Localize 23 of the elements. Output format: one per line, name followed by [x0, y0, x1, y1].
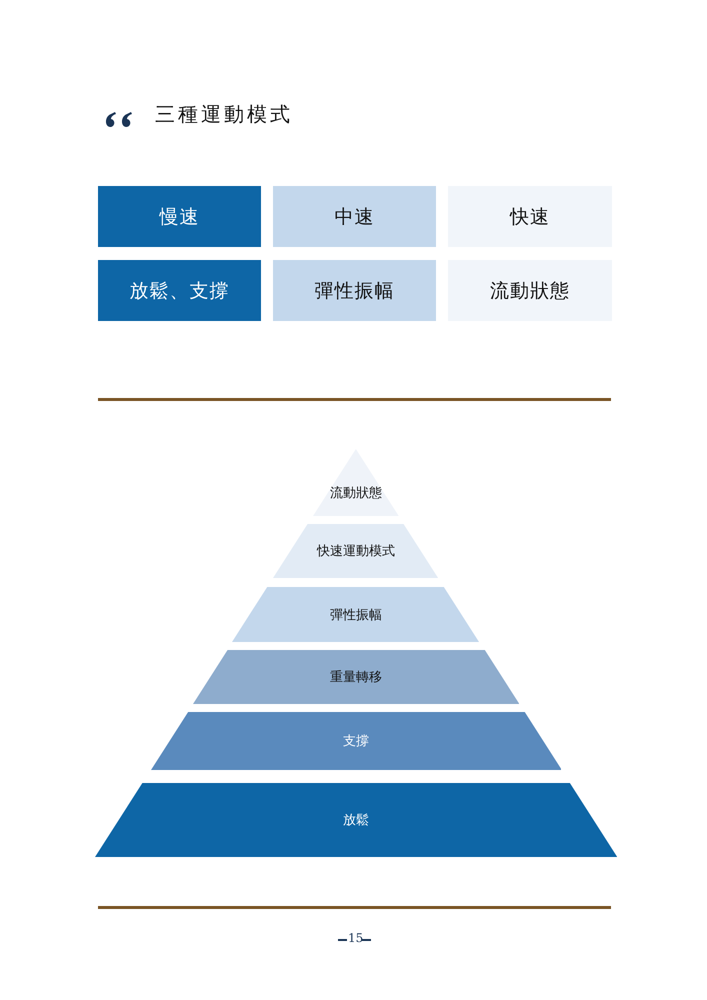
table-cell: [98, 260, 261, 321]
level-label: 重量轉移: [330, 669, 382, 686]
table-cell: [273, 260, 436, 321]
table-cell: [273, 186, 436, 247]
level-label: 快速運動模式: [316, 543, 395, 560]
pyramid-level: [192, 650, 520, 704]
pyramid-level: [232, 587, 480, 642]
pyramid-level: [94, 783, 618, 857]
cell-text: 快速: [510, 204, 550, 230]
level-label: 彈性振幅: [330, 606, 382, 624]
table-cell: [98, 186, 261, 247]
cell-text: 放鬆、支撐: [130, 278, 230, 304]
level-label: 流動狀態: [330, 485, 382, 502]
cell-text: 彈性振幅: [314, 278, 394, 304]
level-label: 支撐: [342, 733, 369, 750]
heading: 三種運動模式: [155, 101, 293, 128]
level-label: 放鬆: [342, 812, 369, 829]
pyramid-level: [150, 712, 562, 770]
page-number: 15: [348, 931, 364, 945]
cell-text: 慢速: [160, 204, 200, 230]
cell-text: 中速: [334, 204, 374, 230]
pyramid-level: [273, 524, 439, 578]
cell-text: 流動狀態: [490, 278, 570, 304]
